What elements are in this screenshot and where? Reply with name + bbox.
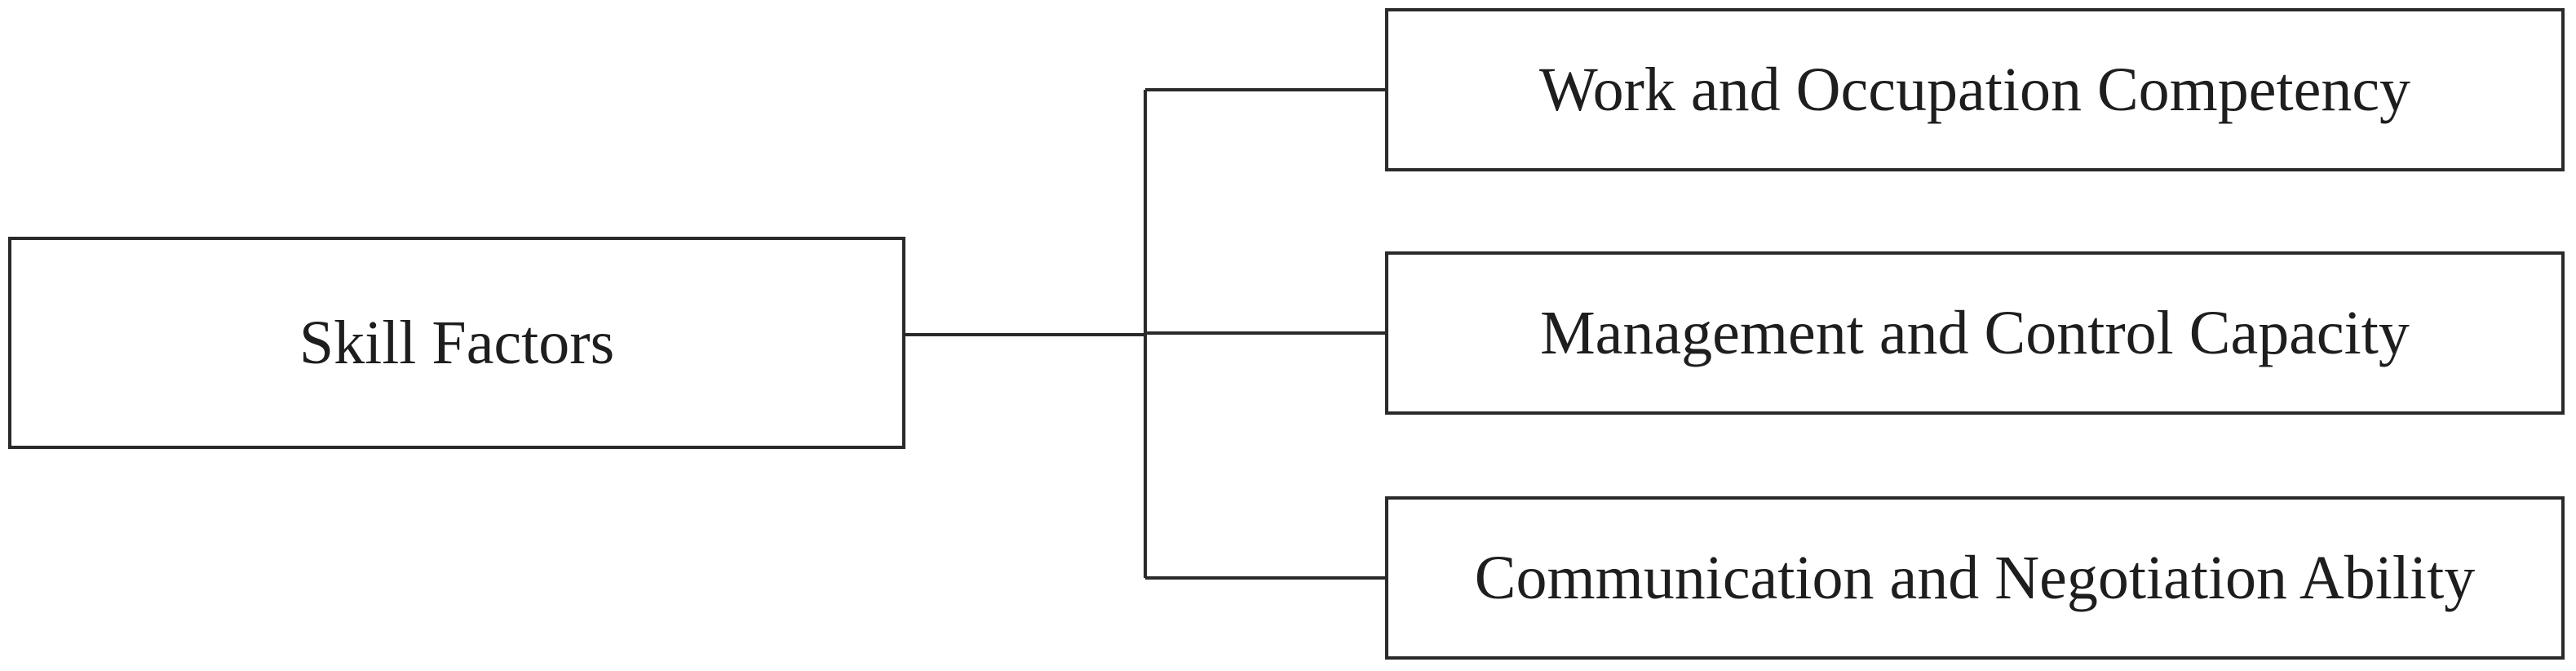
root-node-label: Skill Factors	[299, 308, 615, 377]
child-node-label: Communication and Negotiation Ability	[1474, 543, 2476, 612]
child-node-label: Management and Control Capacity	[1540, 298, 2410, 367]
root-node-box: Skill Factors	[8, 237, 905, 449]
child-node-label: Work and Occupation Competency	[1538, 55, 2411, 124]
child-node-box: Work and Occupation Competency	[1385, 8, 2565, 171]
child-node-box: Management and Control Capacity	[1385, 251, 2565, 415]
child-node-box: Communication and Negotiation Ability	[1385, 496, 2565, 660]
